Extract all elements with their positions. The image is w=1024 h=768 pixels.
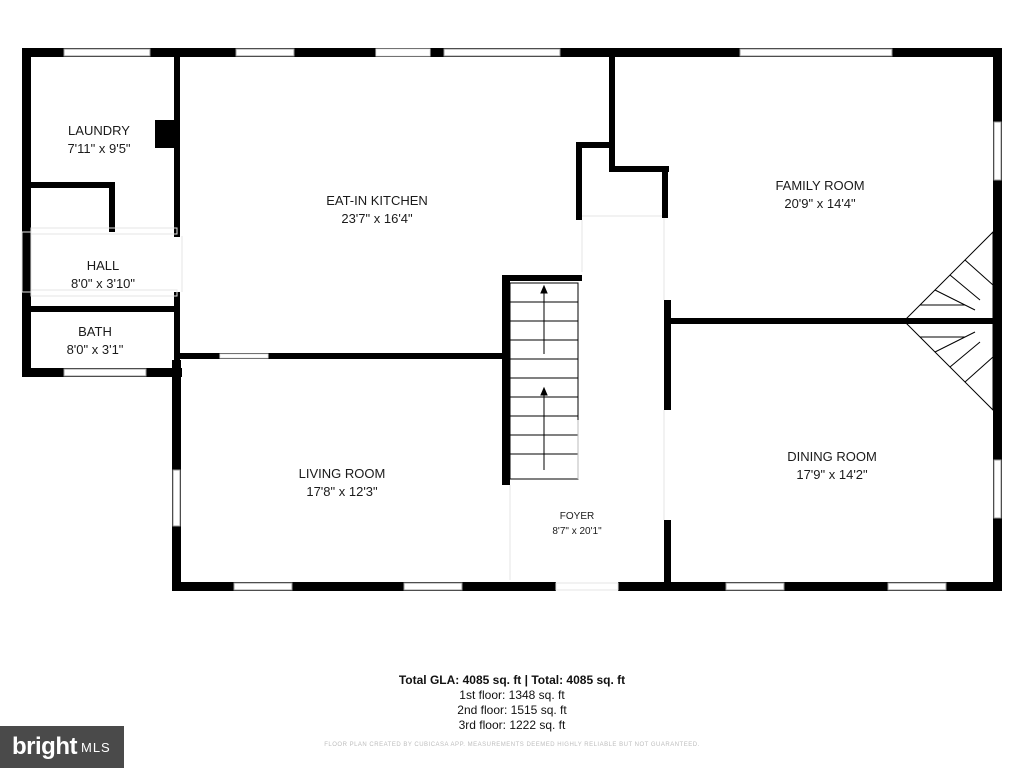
floor-plan: LAUNDRY 7'11" x 9'5" HALL 8'0" x 3'10" B… [21, 48, 1002, 591]
room-hall: HALL 8'0" x 3'10" [71, 258, 135, 291]
floor-1-area: 1st floor: 1348 sq. ft [459, 688, 565, 702]
total-area: Total GLA: 4085 sq. ft | Total: 4085 sq.… [398, 673, 626, 687]
room-laundry: LAUNDRY 7'11" x 9'5" [67, 123, 130, 156]
room-family: FAMILY ROOM 20'9" x 14'4" [775, 178, 864, 211]
room-name: LIVING ROOM [299, 466, 386, 481]
room-name: DINING ROOM [787, 449, 877, 464]
disclaimer-text: FLOOR PLAN CREATED BY CUBICASA APP. MEAS… [324, 742, 700, 748]
openings [21, 215, 665, 591]
stairs [509, 230, 994, 480]
room-name: LAUNDRY [68, 123, 130, 138]
room-dimensions: 17'9" x 14'2" [796, 467, 868, 482]
room-dimensions: 8'0" x 3'1" [67, 342, 124, 357]
windows [63, 48, 1002, 591]
room-dimensions: 7'11" x 9'5" [67, 141, 130, 156]
room-dimensions: 23'7" x 16'4" [341, 211, 413, 226]
area-summary: Total GLA: 4085 sq. ft | Total: 4085 sq.… [0, 673, 1024, 733]
room-name: EAT-IN KITCHEN [326, 193, 428, 208]
room-bath: BATH 8'0" x 3'1" [67, 324, 124, 357]
logo-word: bright [12, 733, 77, 760]
room-dimensions: 17'8" x 12'3" [306, 484, 378, 499]
room-living: LIVING ROOM 17'8" x 12'3" [299, 466, 386, 499]
room-dimensions: 8'7" x 20'1" [552, 526, 602, 537]
floor-2-area: 2nd floor: 1515 sq. ft [457, 703, 567, 717]
walls [22, 48, 1002, 591]
room-kitchen: EAT-IN KITCHEN 23'7" x 16'4" [326, 193, 428, 226]
room-foyer: FOYER 8'7" x 20'1" [552, 511, 602, 537]
room-dimensions: 20'9" x 14'4" [784, 196, 856, 211]
logo-suffix: MLS [80, 739, 111, 755]
room-dining: DINING ROOM 17'9" x 14'2" [787, 449, 877, 482]
room-name: HALL [87, 258, 120, 273]
room-name: FOYER [560, 511, 594, 522]
room-dimensions: 8'0" x 3'10" [71, 276, 135, 291]
room-name: BATH [78, 324, 112, 339]
room-name: FAMILY ROOM [775, 178, 864, 193]
bright-mls-logo: bright MLS [0, 726, 124, 768]
rooms: LAUNDRY 7'11" x 9'5" HALL 8'0" x 3'10" B… [67, 123, 877, 537]
floor-3-area: 3rd floor: 1222 sq. ft [458, 718, 566, 732]
